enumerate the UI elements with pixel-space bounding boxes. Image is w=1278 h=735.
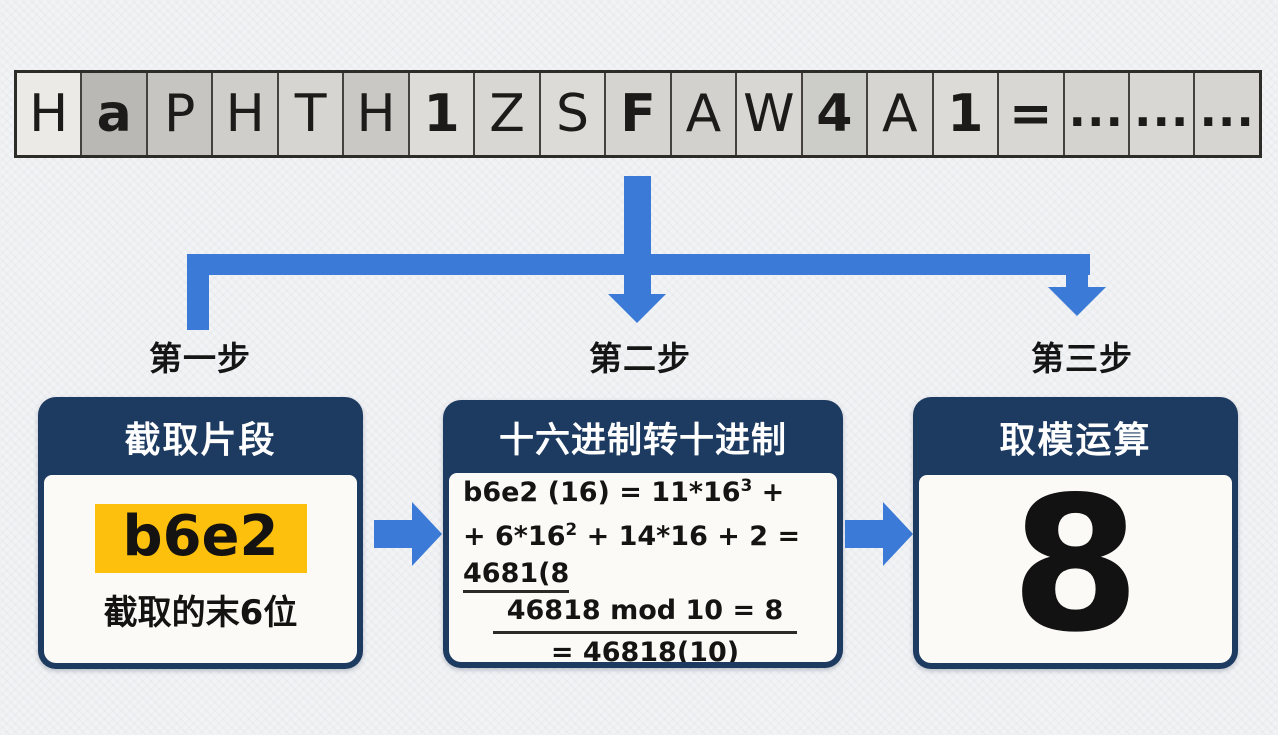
step-label-3: 第三步 [1031,339,1133,378]
captcha-cell: H [342,73,408,155]
card-step2-hex-to-dec: 十六进制转十进制 b6e2 (16) = 11*163 + + 6*162 + … [443,400,843,668]
captcha-cell: = [997,73,1063,155]
card-step3-title: 取模运算 [999,420,1152,461]
step-label-2: 第二步 [589,339,691,378]
card-step1-title: 截取片段 [124,420,277,461]
captcha-cell: W [735,73,801,155]
arrow-step2-to-step3-icon [845,502,913,566]
math-line: + 6*162 + 14*16 + 2 = [463,518,801,552]
captcha-cell: ... [1127,73,1194,155]
down-arrowhead-center-icon [608,294,666,323]
captcha-cell: Z [473,73,539,155]
captcha-cell: H [17,73,81,155]
step-label-1: 第一步 [149,339,251,378]
captcha-cell: S [538,73,605,155]
captcha-cell: H [211,73,277,155]
captcha-cell: ... [1062,73,1128,155]
card-step3-body: 8 [919,475,1232,663]
modulo-result: 8 [1010,475,1141,663]
card-step1-extract: 截取片段 b6e2 截取的末6位 [38,397,363,669]
captcha-cell: a [80,73,146,155]
math-line: b6e2 (16) = 11*163 + [463,474,785,508]
captcha-cell: 1 [407,73,474,155]
captcha-cell: P [145,73,212,155]
highlighted-hex-value: b6e2 [94,503,307,574]
math-line: 4681(8 [463,555,827,593]
connector-horizontal-bar [187,254,1090,275]
captcha-cell: T [276,73,343,155]
card-step2-title: 十六进制转十进制 [498,421,787,461]
math-line: = 46818(10) [550,636,740,663]
captcha-cell: 4 [800,73,867,155]
card-step1-body: b6e2 截取的末6位 [44,475,357,663]
hex-math: b6e2 (16) = 11*163 + + 6*162 + 14*16 + 2… [449,473,837,662]
captcha-cell: F [604,73,670,155]
connector-stem [624,176,651,268]
card-step2-body: b6e2 (16) = 11*163 + + 6*162 + 14*16 + 2… [449,473,837,662]
connector-right-leg [1066,254,1088,288]
connector-center-leg [624,268,651,295]
card-step3-modulo: 取模运算 8 [913,397,1238,669]
extract-caption: 截取的末6位 [103,593,298,634]
down-arrowhead-right-icon [1048,287,1106,316]
connector-left-leg [187,254,209,330]
captcha-cell: A [669,73,736,155]
arrow-step1-to-step2-icon [374,502,442,566]
captcha-cell: ... [1193,73,1259,155]
captcha-cell: 1 [931,73,998,155]
captcha-cell: A [866,73,932,155]
math-line: 46818 mod 10 = 8 [463,592,827,634]
